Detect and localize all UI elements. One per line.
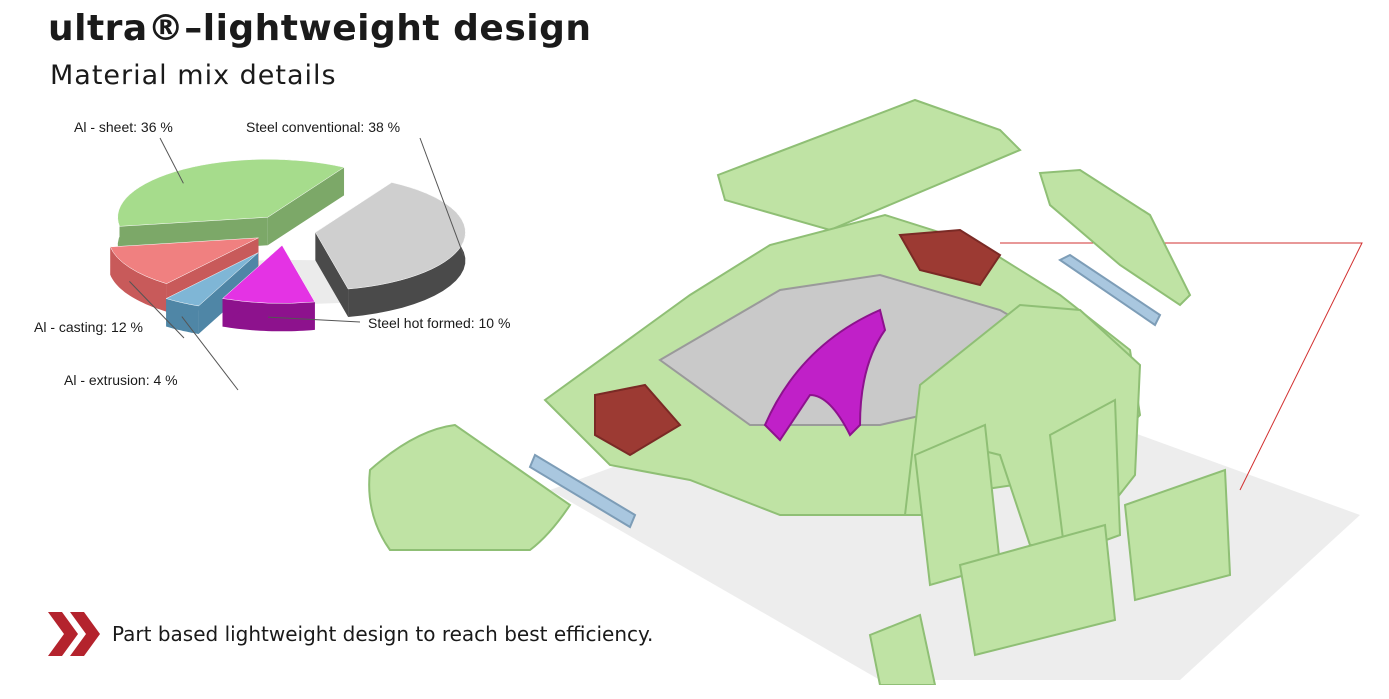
pie-slice-al-casting [109,237,259,284]
pie-slice-al-sheet [117,159,345,227]
pie-labels: Al - sheet: 36 % Steel conventional: 38 … [34,119,510,388]
pie-slice-cut-steel-conventional-1 [315,232,349,318]
al-casting-rear [898,228,1002,287]
slice-label-steel-conventional: Steel conventional: 38 % [246,119,400,135]
exploded-car-body-icon [368,98,1363,685]
rear-door-skin [1123,468,1232,602]
sill-panel [868,613,937,685]
pie-slice-side-steel-hot-formed [222,298,315,332]
pie-slice-steel-conventional [315,182,466,290]
leader-line-steel-hot-formed [267,316,361,323]
tailgate-panel [1038,168,1192,307]
roof-panel [716,98,1022,232]
double-chevron-right-icon [48,612,100,656]
leader-line-al-sheet [159,137,184,184]
pie-slice-side-al-casting [110,246,167,312]
hood-panel [368,423,572,551]
pie-slice-al-extrusion [165,252,259,307]
rear-door [1048,398,1122,557]
footer-text: Part based lightweight design to reach b… [112,622,654,646]
rear-bumper-beam [1058,253,1162,327]
leader-line-al-extrusion [181,316,239,391]
slice-label-steel-hot-formed: Steel hot formed: 10 % [368,315,510,331]
al-casting-parts [594,383,682,457]
slide-title: ultra®–lightweight design [48,8,592,49]
slide-subtitle: Material mix details [50,60,337,91]
front-bumper-beam [528,453,637,529]
slice-label-al-sheet: Al - sheet: 36 % [74,119,173,135]
pie-slice-cut-al-sheet-1 [267,167,345,246]
footer-banner: Part based lightweight design to reach b… [48,612,653,656]
leader-line-steel-conventional [419,137,465,256]
pie-slices [109,159,466,334]
slice-label-al-extrusion: Al - extrusion: 4 % [64,372,178,388]
material-mix-pie-chart: Al - sheet: 36 % Steel conventional: 38 … [34,119,510,391]
pie-slice-steel-hot-formed [221,244,316,304]
slice-label-al-casting: Al - casting: 12 % [34,319,143,335]
steel-hot-formed-b-pillar [763,308,887,442]
leader-line-al-casting [129,281,185,339]
pie-leader-lines [129,137,465,391]
front-door-skin [958,523,1117,657]
